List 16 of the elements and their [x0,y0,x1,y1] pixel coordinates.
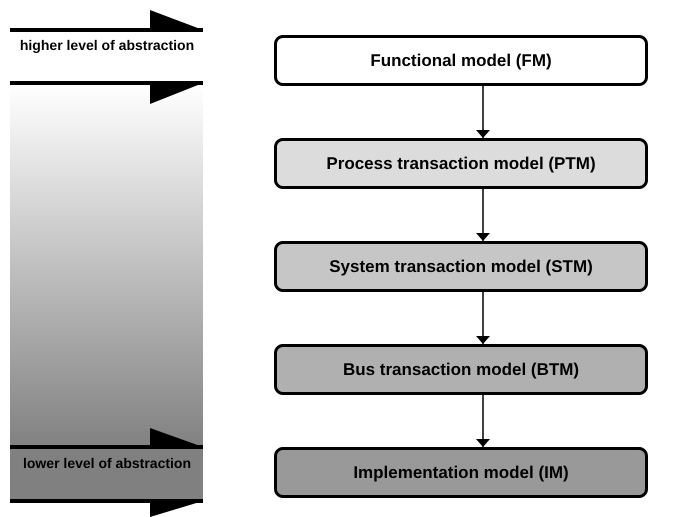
model-label: Process transaction model (PTM) [326,154,596,174]
arrow [479,189,487,241]
model-box [274,447,648,498]
model-box [274,344,648,395]
model-box [274,138,648,189]
arrow [479,292,487,344]
scale-label: higher level of abstraction [18,36,196,55]
model-label: Bus transaction model (BTM) [342,360,580,380]
model-label: System transaction model (STM) [329,256,593,276]
model-label: Implementation model (IM) [353,462,569,482]
model-box [274,35,648,86]
model-box [274,241,648,292]
scale-label: lower level of abstraction [22,454,192,473]
arrow [479,395,487,447]
model-label: Functional model (FM) [370,50,552,70]
arrow [479,86,487,138]
